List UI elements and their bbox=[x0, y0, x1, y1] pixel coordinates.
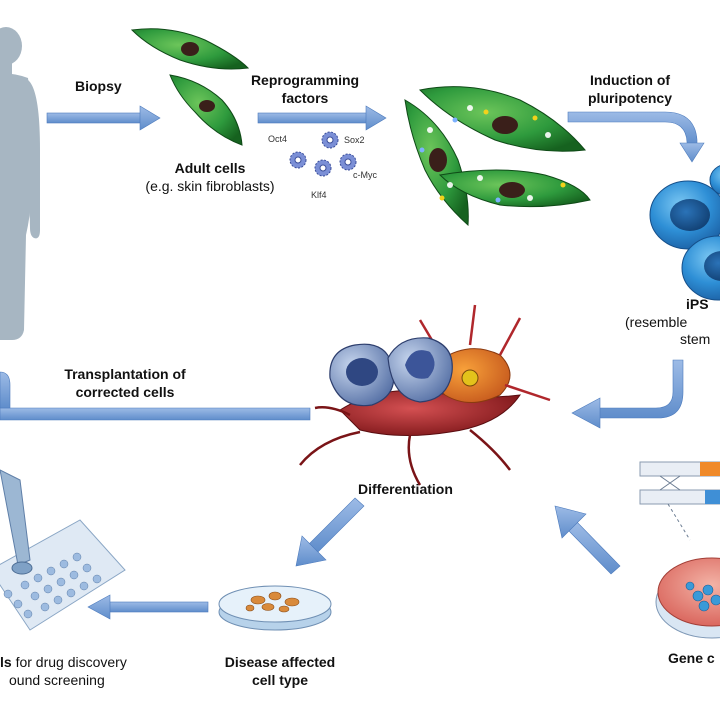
arrow-to-disease-cell bbox=[295, 497, 365, 567]
label-induction-line2: pluripotency bbox=[587, 89, 672, 106]
drug-screening-plate bbox=[0, 469, 126, 631]
label-differentiation: Differentiation bbox=[358, 481, 453, 497]
adult-fibroblast-cells bbox=[130, 28, 250, 146]
label-adult-cells-example: (e.g. skin fibroblasts) bbox=[145, 177, 275, 194]
label-induction: Induction of pluripotency bbox=[570, 72, 690, 107]
label-reprogramming-line1: Reprogramming bbox=[250, 72, 360, 88]
label-ips-desc-line1: (resemble bbox=[625, 313, 688, 330]
gene-correction-chromosomes bbox=[639, 461, 720, 541]
human-silhouette bbox=[0, 27, 40, 340]
arrow-to-differentiation bbox=[571, 359, 684, 429]
label-ips-desc-line2: stem bbox=[680, 331, 711, 347]
label-ips: iPS (resemble stem bbox=[620, 296, 720, 349]
label-induction-line1: Induction of bbox=[589, 72, 671, 88]
arrow-transplantation bbox=[0, 371, 311, 421]
label-reprogramming-factors: Reprogramming factors bbox=[240, 72, 370, 107]
arrow-induction bbox=[567, 111, 705, 163]
label-adult-cells: Adult cells (e.g. skin fibroblasts) bbox=[120, 160, 300, 195]
label-drug-line1: ls for drug discovery bbox=[0, 654, 127, 672]
reprogramming-factor-viruses bbox=[289, 131, 357, 177]
label-transplantation: Transplantation of corrected cells bbox=[40, 366, 210, 401]
arrow-reprogramming bbox=[257, 105, 387, 131]
gene-correction-dish bbox=[655, 557, 720, 639]
label-drug-discovery: ls for drug discovery ound screening bbox=[0, 654, 127, 689]
label-reprogramming-line2: factors bbox=[281, 89, 329, 106]
ips-cells bbox=[649, 165, 720, 301]
arrow-to-drug-screening bbox=[87, 594, 209, 620]
disease-cell-dish bbox=[218, 585, 332, 631]
label-disease-affected: Disease affected cell type bbox=[205, 654, 355, 689]
arrow-biopsy bbox=[46, 105, 161, 131]
label-adult-cells-title: Adult cells bbox=[174, 160, 246, 176]
transduced-fibroblast-cells bbox=[404, 86, 591, 227]
differentiated-cells bbox=[299, 304, 551, 486]
label-ips-title: iPS bbox=[686, 296, 709, 312]
label-sox2: Sox2 bbox=[344, 135, 365, 145]
arrow-from-gene-correction bbox=[554, 505, 621, 575]
label-oct4: Oct4 bbox=[268, 134, 288, 144]
label-cmyc: c-Myc bbox=[353, 170, 377, 180]
label-drug-line1-bold: ls bbox=[0, 654, 12, 670]
label-transplantation-line1: Transplantation of bbox=[64, 366, 186, 382]
label-klf4: Klf4 bbox=[311, 190, 327, 200]
label-gene-correction: Gene c bbox=[668, 650, 715, 666]
label-disease-line1: Disease affected bbox=[224, 654, 336, 670]
label-disease-line2: cell type bbox=[251, 671, 309, 688]
label-drug-line1-rest: for drug discovery bbox=[11, 654, 127, 670]
label-biopsy: Biopsy bbox=[75, 78, 122, 94]
label-drug-line2: ound screening bbox=[9, 671, 105, 688]
label-transplantation-line2: corrected cells bbox=[75, 383, 175, 400]
